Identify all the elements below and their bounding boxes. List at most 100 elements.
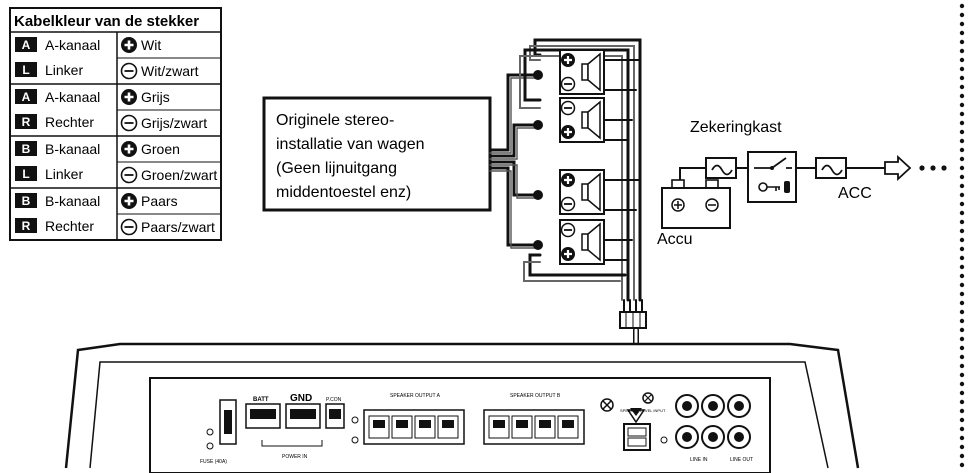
minus-color-label: Wit/zwart (141, 63, 199, 79)
edge-dot (959, 102, 965, 108)
stereo-text-line-2: installatie van wagen (276, 136, 425, 153)
edge-dot (959, 354, 965, 360)
plus-icon (121, 193, 137, 209)
edge-dot (959, 444, 965, 450)
edge-dot (959, 255, 965, 261)
minus-icon (120, 62, 138, 80)
amp-fuse: FUSE (40A) (200, 399, 237, 465)
edge-dot (959, 129, 965, 135)
edge-dot (959, 399, 965, 405)
edge-dot (959, 156, 965, 162)
edge-dot (959, 228, 965, 234)
legend-group-b-left: B B-kanaal L Linker Groen Groen/zwart (15, 141, 217, 184)
edge-dot (959, 291, 965, 297)
edge-dot (959, 201, 965, 207)
speaker-output-a-label: SPEAKER OUTPUT A (390, 393, 441, 399)
edge-dot (959, 381, 965, 387)
line-in-label: LINE IN (690, 457, 708, 463)
connector-arrow (630, 408, 642, 416)
battery-icon (661, 179, 731, 229)
edge-dot (959, 309, 965, 315)
edge-dot (959, 12, 965, 18)
gnd-label: GND (290, 393, 312, 404)
edge-dot (959, 462, 965, 468)
edge-dot (959, 93, 965, 99)
screw-icon (600, 392, 654, 412)
edge-dot (959, 120, 965, 126)
side-badge: R (22, 115, 31, 129)
edge-dot (959, 417, 965, 423)
edge-dot (959, 219, 965, 225)
edge-dot (959, 75, 965, 81)
power-in-label: POWER IN (282, 454, 308, 460)
edge-dot (959, 84, 965, 90)
side-label: Linker (45, 166, 83, 182)
edge-dot (959, 21, 965, 27)
speaker-icon (559, 97, 605, 143)
fuse-icon (705, 157, 737, 179)
edge-dot (959, 264, 965, 270)
edge-dot (959, 327, 965, 333)
junction-dots (533, 70, 543, 250)
minus-icon (120, 166, 138, 184)
channel-badge: A (22, 38, 31, 52)
minus-icon (120, 218, 138, 236)
edge-dot (959, 408, 965, 414)
legend-title: Kabelkleur van de stekker (14, 13, 199, 30)
side-badge: L (22, 167, 29, 181)
minus-color-label: Grijs/zwart (141, 115, 207, 131)
dotted-line (919, 165, 947, 171)
plus-color-label: Wit (141, 37, 161, 53)
side-label: Rechter (45, 114, 94, 130)
plus-color-label: Paars (141, 193, 178, 209)
speaker-level-input-label: SPEAKER LEVEL INPUT (620, 408, 666, 413)
channel-label: B-kanaal (45, 141, 100, 157)
channel-badge: B (22, 142, 31, 156)
edge-dot (959, 426, 965, 432)
edge-dot (959, 435, 965, 441)
edge-dot (959, 318, 965, 324)
minus-icon (120, 114, 138, 132)
edge-dot (959, 30, 965, 36)
channel-label: A-kanaal (45, 89, 100, 105)
edge-dot (959, 237, 965, 243)
edge-dot (959, 66, 965, 72)
channel-label: A-kanaal (45, 37, 100, 53)
edge-dot (959, 57, 965, 63)
side-badge: R (22, 219, 31, 233)
edge-dot (959, 165, 965, 171)
plus-color-label: Grijs (141, 89, 170, 105)
edge-dot (959, 453, 965, 459)
ignition-switch-icon (747, 151, 797, 203)
amplifier: FUSE (40A) BATT GND P.CON POWER IN SPEAK… (64, 342, 860, 473)
acc-label: ACC (838, 185, 872, 202)
plus-icon (121, 89, 137, 105)
plus-color-label: Groen (141, 141, 180, 157)
legend-group-b-right: B B-kanaal R Rechter Paars Paars/zwart (15, 193, 215, 236)
speaker-icon (559, 219, 605, 265)
plus-icon (121, 37, 137, 53)
harness-connector (619, 311, 647, 329)
legend-group-a-left: A A-kanaal L Linker Wit Wit/zwart (15, 37, 199, 80)
speaker-icon (559, 169, 605, 215)
edge-dot (959, 210, 965, 216)
battery-label: Accu (657, 231, 693, 248)
key-icon (758, 181, 790, 193)
edge-dot (959, 246, 965, 252)
speaker-group (559, 49, 605, 265)
line-out-label: LINE OUT (730, 457, 753, 463)
edge-dot (959, 300, 965, 306)
edge-dot (959, 336, 965, 342)
arrow-right-icon (884, 154, 912, 182)
plus-icon (121, 141, 137, 157)
batt-label: BATT (253, 397, 269, 403)
speaker-output-a: SPEAKER OUTPUT A (363, 393, 465, 445)
edge-dot (959, 48, 965, 54)
edge-dot (959, 345, 965, 351)
cable-color-legend: Kabelkleur van de stekker A A-kanaal L L… (9, 7, 222, 241)
edge-dot (959, 390, 965, 396)
edge-dot (959, 39, 965, 45)
side-label: Linker (45, 62, 83, 78)
edge-dot (959, 192, 965, 198)
channel-badge: A (22, 90, 31, 104)
